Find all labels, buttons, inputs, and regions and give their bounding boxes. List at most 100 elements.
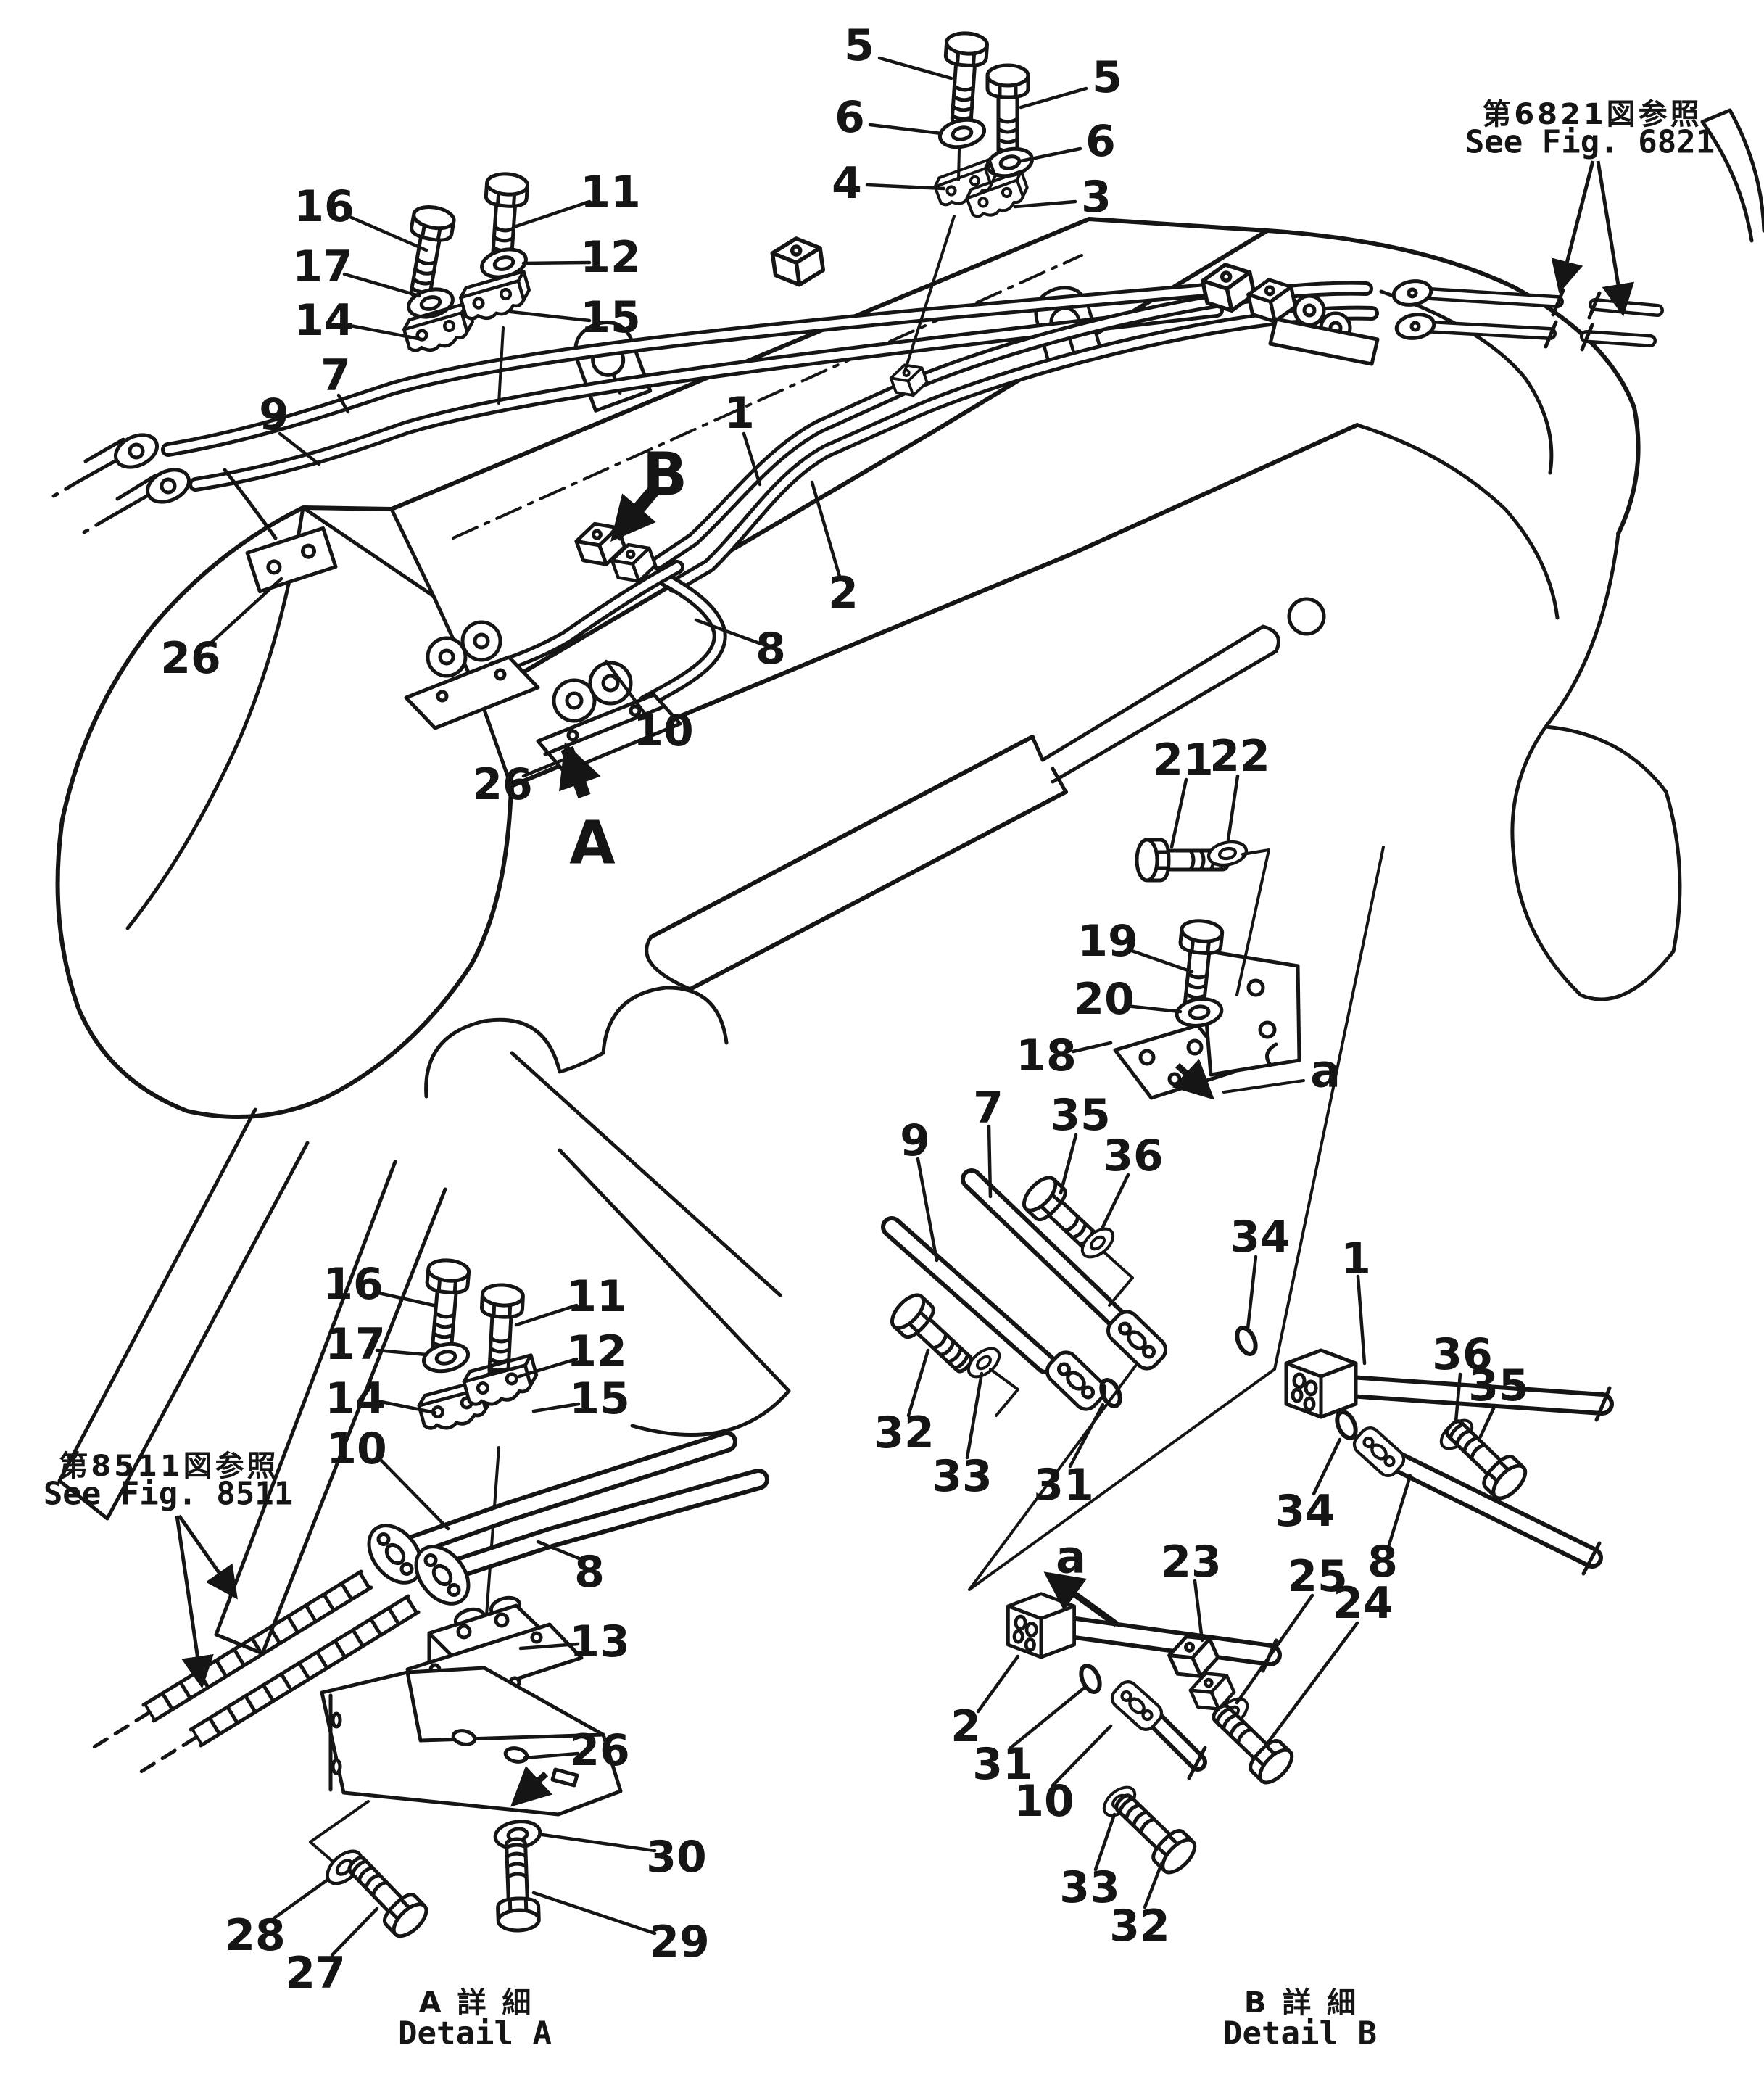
callout-18: 18 bbox=[1016, 1030, 1077, 1081]
pipe-clamp-block bbox=[771, 236, 824, 288]
callout-32: 32 bbox=[874, 1408, 935, 1458]
leader-31 bbox=[1068, 1403, 1105, 1469]
leader-24 bbox=[1263, 1621, 1359, 1748]
block-1-with-pipe bbox=[1286, 1350, 1614, 1422]
callout-8: 8 bbox=[1367, 1537, 1398, 1587]
leader-22 bbox=[1226, 774, 1240, 842]
leader-35 bbox=[1477, 1403, 1497, 1442]
leader-25 bbox=[1235, 1593, 1314, 1705]
leader-11 bbox=[514, 199, 592, 228]
elbow-cluster-left bbox=[404, 620, 540, 730]
callout-34: 34 bbox=[1275, 1486, 1336, 1537]
leader-3 bbox=[1013, 199, 1077, 209]
leader-5 bbox=[1019, 86, 1088, 110]
flange-8-with-pipe bbox=[1350, 1424, 1603, 1576]
callout-1: 1 bbox=[1341, 1234, 1371, 1284]
leader-15 bbox=[509, 310, 592, 323]
leader-9 bbox=[278, 431, 321, 466]
callout-35: 35 bbox=[1050, 1090, 1111, 1141]
bolt-5 bbox=[987, 65, 1028, 157]
left-pipe-fittings bbox=[51, 433, 338, 594]
callout-10: 10 bbox=[633, 706, 694, 756]
leader-26 bbox=[521, 755, 572, 778]
callout-10: 10 bbox=[1014, 1776, 1074, 1827]
bolt-16 bbox=[399, 204, 455, 301]
detail-a-caption-en: Detail A bbox=[398, 2015, 552, 2052]
leader-14 bbox=[344, 323, 424, 342]
upper-left-clamp-parts bbox=[399, 173, 533, 405]
hydraulic-cylinder bbox=[645, 597, 1326, 991]
callout-17: 17 bbox=[292, 241, 353, 292]
callout-23: 23 bbox=[1161, 1537, 1222, 1587]
callout-19: 19 bbox=[1077, 916, 1138, 967]
leader-5 bbox=[877, 56, 953, 80]
leader-14 bbox=[376, 1399, 437, 1415]
fig8511-arrow-2 bbox=[175, 1515, 214, 1689]
leader-26 bbox=[206, 577, 283, 648]
leader-21 bbox=[1169, 777, 1188, 849]
detail-a-hoses bbox=[85, 1569, 421, 1778]
washer-17 bbox=[421, 1340, 471, 1375]
bolt-24 bbox=[1204, 1695, 1298, 1788]
bracket-26-arrow bbox=[510, 1765, 552, 1807]
callout-12: 12 bbox=[566, 1326, 627, 1377]
clamp-15 bbox=[462, 1355, 541, 1410]
fig8511-arrow-1 bbox=[177, 1514, 238, 1600]
leader-17 bbox=[375, 1348, 428, 1357]
bolt-27 bbox=[339, 1848, 432, 1942]
o-ring-34 bbox=[1333, 1409, 1359, 1441]
leader-7 bbox=[336, 393, 350, 414]
washer-6 bbox=[937, 116, 987, 151]
leader-23 bbox=[1193, 1579, 1204, 1643]
leader-28 bbox=[272, 1878, 330, 1920]
leader-2 bbox=[976, 1654, 1020, 1714]
callout-6: 6 bbox=[835, 92, 865, 143]
callout-34: 34 bbox=[1230, 1212, 1291, 1263]
leader-10 bbox=[604, 659, 647, 716]
callout-33: 33 bbox=[932, 1451, 993, 1502]
callout-11: 11 bbox=[566, 1271, 627, 1322]
callout-8: 8 bbox=[574, 1547, 605, 1598]
callout-16: 16 bbox=[323, 1259, 384, 1310]
callout-5: 5 bbox=[1092, 52, 1122, 103]
fig8511-ref-jp: 第8511図参照 bbox=[59, 1450, 278, 1483]
bolt-29 bbox=[495, 1838, 539, 1931]
callout-35: 35 bbox=[1468, 1360, 1529, 1411]
callout-26: 26 bbox=[160, 633, 221, 684]
detail-b-caption-jp: B 詳 細 bbox=[1244, 1986, 1359, 2020]
callout-4: 4 bbox=[832, 158, 862, 209]
callout-36: 36 bbox=[1432, 1329, 1493, 1380]
callout-6: 6 bbox=[1085, 116, 1116, 167]
view-letter-a: a bbox=[1310, 1045, 1341, 1098]
leader-6 bbox=[1019, 146, 1082, 163]
leader-36 bbox=[1101, 1173, 1130, 1229]
callout-31: 31 bbox=[972, 1739, 1033, 1790]
callout-30: 30 bbox=[646, 1832, 707, 1883]
callout-32: 32 bbox=[1109, 1901, 1170, 1951]
callout-26: 26 bbox=[569, 1725, 630, 1776]
leader-10 bbox=[378, 1457, 450, 1531]
callout-16: 16 bbox=[294, 181, 355, 232]
bracket-18-assembly bbox=[1113, 839, 1305, 1100]
block-2-with-pipe bbox=[1008, 1594, 1282, 1673]
flange-10-with-pin bbox=[1108, 1678, 1207, 1780]
fig6821-arrow-2 bbox=[1596, 160, 1635, 317]
leader-17 bbox=[342, 272, 421, 298]
leader-2 bbox=[810, 480, 842, 579]
leader-7 bbox=[987, 1124, 993, 1199]
leader-8 bbox=[1387, 1474, 1412, 1547]
leader-6 bbox=[868, 123, 943, 136]
leader-34 bbox=[1246, 1255, 1258, 1331]
callout-12: 12 bbox=[580, 232, 641, 283]
view-b-arrow bbox=[610, 486, 659, 542]
callout-5: 5 bbox=[844, 20, 874, 71]
callout-14: 14 bbox=[294, 295, 355, 346]
leader-16 bbox=[373, 1290, 436, 1308]
leader-9 bbox=[916, 1157, 939, 1263]
callout-31: 31 bbox=[1033, 1460, 1094, 1511]
leader-35 bbox=[1059, 1133, 1078, 1195]
view-arrows bbox=[175, 160, 1635, 1807]
